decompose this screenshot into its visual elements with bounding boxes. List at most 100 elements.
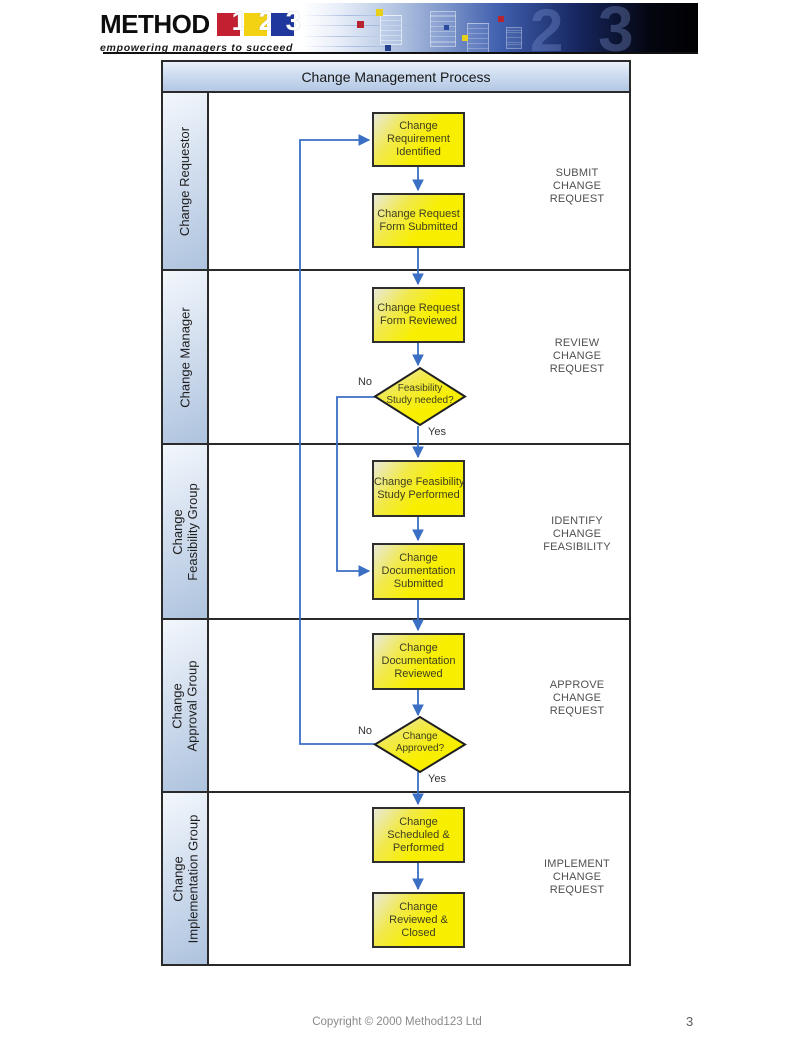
node-line: Change <box>399 815 438 828</box>
node-line: Form Submitted <box>379 220 458 233</box>
edge-label-no-feasibility: No <box>357 376 372 388</box>
flow-arrow-no-feasibility <box>336 396 375 577</box>
header-divider <box>103 52 698 54</box>
banner-yellow-dot <box>462 35 468 41</box>
banner-ghost-digit: 3 <box>598 3 634 53</box>
node-line: Identified <box>396 146 441 158</box>
stage-line: CHANGE <box>552 871 602 883</box>
lane-label-change-requestor: Change Requestor <box>163 93 209 269</box>
page-number: 3 <box>686 1014 694 1029</box>
stage-line: REVIEW <box>554 337 600 349</box>
flow-node-change-feasibility-study-performed: Change Feasibility Study Performed <box>372 460 465 517</box>
node-line: Submitted <box>393 578 444 590</box>
node-line: Closed <box>401 926 436 939</box>
lane-change-requestor: Change Requestor <box>163 93 629 271</box>
stage-line: REQUEST <box>549 193 605 205</box>
decision-text-change-approved: Change Approved? <box>375 731 465 755</box>
logo-digit-3: 3 <box>285 6 301 36</box>
node-line: Change Request <box>377 207 460 220</box>
stage-line: CHANGE <box>552 692 602 704</box>
banner-streak <box>302 15 397 16</box>
logo-square-yellow: 2 <box>243 8 274 36</box>
flow-node-change-requirement-identified: Change Requirement Identified <box>372 112 465 167</box>
decision-line: Study needed? <box>386 395 454 406</box>
node-line: Change <box>399 642 438 654</box>
decision-line: Change <box>402 731 438 742</box>
stage-line: CHANGE <box>552 350 602 362</box>
node-line: Documentation <box>381 655 456 667</box>
node-line: Change <box>399 900 438 913</box>
flow-node-change-request-form-reviewed: Change Request Form Reviewed <box>372 287 465 343</box>
node-line: Scheduled & <box>387 828 450 841</box>
banner-document-icon <box>506 27 522 49</box>
lane-change-approval-group: Change Approval Group <box>163 620 629 793</box>
footer-copyright: Copyright © 2000 Method123 Ltd <box>312 1016 482 1028</box>
node-line: Form Reviewed <box>379 315 458 327</box>
decision-diamond-feasibility <box>373 366 467 427</box>
stage-line: REQUEST <box>549 363 605 375</box>
flow-node-change-scheduled-performed: Change Scheduled & Performed <box>372 807 465 863</box>
banner-document-icon <box>430 11 456 47</box>
banner-blue-dot <box>385 45 391 51</box>
node-line: Reviewed <box>394 668 443 680</box>
edge-label-yes-approved: Yes <box>428 773 446 785</box>
lane-change-feasibility-group: Change Feasibility Group <box>163 445 629 620</box>
lane-change-implementation-group: Change Implementation Group <box>163 793 629 964</box>
stage-label-submit-change-request: SUBMIT CHANGE REQUEST <box>530 167 624 206</box>
node-line: Change <box>399 120 438 132</box>
node-line: Change Feasibility <box>374 475 465 488</box>
stage-label-identify-change-feasibility: IDENTIFY CHANGE FEASIBILITY <box>530 515 624 554</box>
banner-streak <box>302 46 407 47</box>
banner-document-icon <box>467 23 489 53</box>
edge-label-yes-feasibility: Yes <box>428 426 446 438</box>
logo-digit-1: 1 <box>231 6 247 36</box>
node-line: Study Performed <box>377 488 460 501</box>
banner-document-icon <box>380 15 402 45</box>
flow-node-change-reviewed-closed: Change Reviewed & Closed <box>372 892 465 948</box>
node-line: Reviewed & <box>389 913 448 926</box>
method123-logo: METHOD 1 2 3 empowering managers to succ… <box>100 8 301 55</box>
banner-yellow-dot <box>376 9 383 16</box>
node-line: Change <box>399 552 438 564</box>
stage-line: SUBMIT <box>555 167 599 179</box>
lane-label-change-approval-group: Change Approval Group <box>163 620 209 791</box>
lane-label-change-implementation-group: Change Implementation Group <box>163 793 209 964</box>
flow-node-change-request-form-submitted: Change Request Form Submitted <box>372 193 465 248</box>
flowchart-frame: Change Management Process Change Request… <box>161 60 631 966</box>
flow-node-change-documentation-submitted: Change Documentation Submitted <box>372 543 465 600</box>
decision-diamond-approved <box>373 715 467 774</box>
stage-label-approve-change-request: APPROVE CHANGE REQUEST <box>530 679 624 718</box>
stage-line: CHANGE <box>552 528 602 540</box>
node-line: Requirement <box>387 133 450 145</box>
header-banner-image: 2 3 <box>302 3 698 53</box>
banner-streak <box>302 36 382 37</box>
stage-label-implement-change-request: IMPLEMENT CHANGE REQUEST <box>530 858 624 897</box>
logo-brand-text: METHOD <box>100 9 210 39</box>
decision-line: Feasibility <box>397 383 443 394</box>
lane-label-change-feasibility-group: Change Feasibility Group <box>163 445 209 618</box>
logo-tagline: empowering managers to succeed <box>100 42 294 54</box>
stage-line: IMPLEMENT <box>544 858 610 870</box>
banner-red-dot <box>498 16 504 22</box>
banner-ghost-digit: 2 <box>530 3 564 53</box>
stage-line: REQUEST <box>549 884 605 896</box>
node-line: Performed <box>392 841 445 854</box>
edge-label-no-approved: No <box>357 725 372 737</box>
logo-square-blue: 3 <box>270 8 301 36</box>
node-line: Change Request <box>377 302 460 314</box>
logo-digit-2: 2 <box>258 6 274 36</box>
logo-square-red: 1 <box>216 8 247 36</box>
banner-blue-dot <box>444 25 449 30</box>
stage-line: FEASIBILITY <box>543 541 611 553</box>
stage-line: REQUEST <box>549 705 605 717</box>
stage-label-review-change-request: REVIEW CHANGE REQUEST <box>530 337 624 376</box>
banner-red-dot <box>357 21 364 28</box>
stage-line: IDENTIFY <box>551 515 603 527</box>
flow-node-change-documentation-reviewed: Change Documentation Reviewed <box>372 633 465 690</box>
stage-line: CHANGE <box>552 180 602 192</box>
lane-label-change-manager: Change Manager <box>163 271 209 443</box>
decision-text-feasibility-study-needed: Feasibility Study needed? <box>375 383 465 407</box>
flow-connectors <box>299 134 467 891</box>
node-line: Documentation <box>381 565 456 577</box>
